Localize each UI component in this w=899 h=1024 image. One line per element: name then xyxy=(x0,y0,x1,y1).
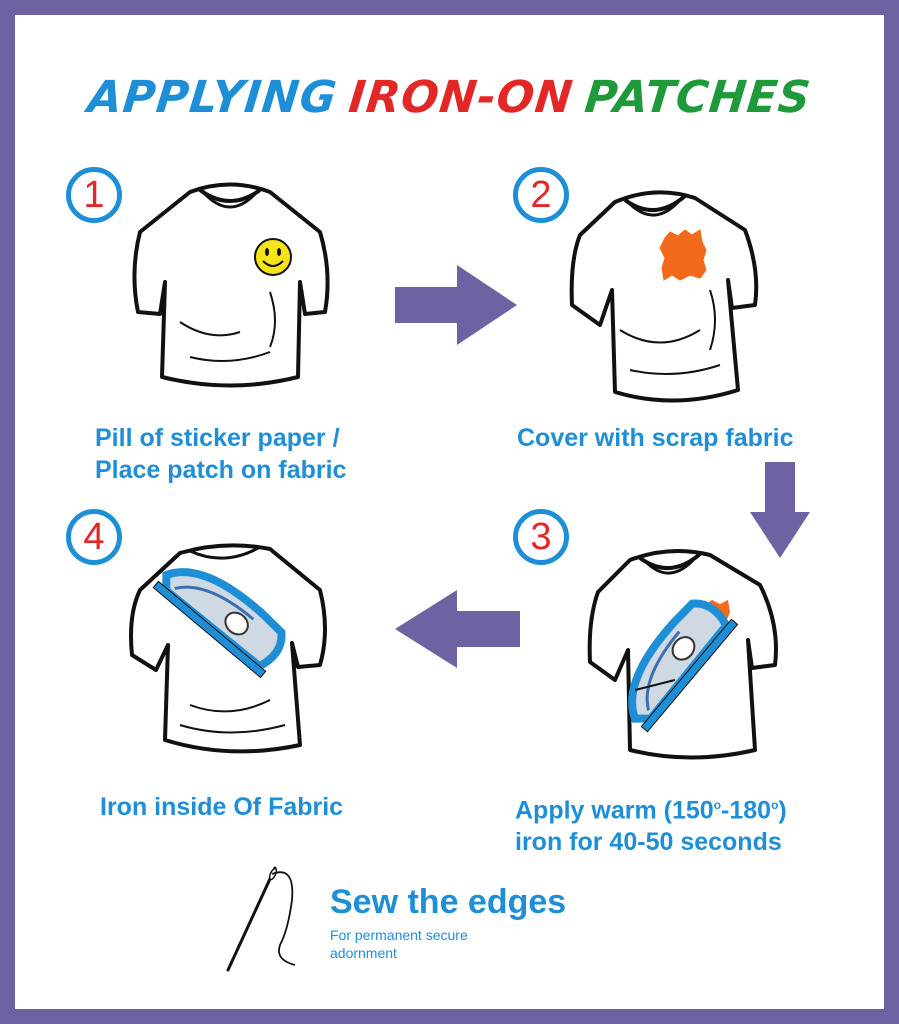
step-1-caption-line1: Pill of sticker paper / xyxy=(95,424,340,452)
tshirt-with-iron-icon xyxy=(587,549,778,760)
smiley-patch-icon xyxy=(254,238,292,276)
tshirt-with-smiley-patch-icon xyxy=(132,182,330,388)
title-part-iron-on: IRON-ON xyxy=(346,72,576,123)
step-3-number: 3 xyxy=(513,509,569,565)
step-4-caption: Iron inside Of Fabric xyxy=(100,793,344,821)
arrow-left-icon xyxy=(395,590,520,668)
arrow-right-icon xyxy=(395,265,517,345)
title-part-patches: PATCHES xyxy=(582,72,814,123)
step-3-caption: Apply warm (150o-180o) iron for 40-50 se… xyxy=(515,789,787,858)
title-part-applying: APPLYING xyxy=(85,72,340,123)
step-1-number: 1 xyxy=(66,167,122,223)
step-2-caption: Cover with scrap fabric xyxy=(517,424,794,452)
arrow-down-icon xyxy=(750,462,810,558)
step-3-caption-line2: iron for 40-50 seconds xyxy=(515,828,782,857)
inside-out-tshirt-with-iron-icon xyxy=(129,543,327,754)
needle-and-thread-icon xyxy=(226,866,296,972)
step-4-number: 4 xyxy=(66,509,122,565)
sew-title: Sew the edges xyxy=(330,883,567,921)
scrap-fabric-icon xyxy=(659,229,707,281)
sew-subtitle: For permanent secure adornment xyxy=(330,927,468,961)
step-1-caption: Pill of sticker paper / Place patch on f… xyxy=(95,422,346,486)
iron-inside-icon xyxy=(152,568,286,679)
step-1-caption-line2: Place patch on fabric xyxy=(95,456,347,484)
tshirt-with-scrap-fabric-icon xyxy=(569,190,759,403)
step-3-caption-line1: Apply warm (150o-180o) xyxy=(515,796,787,825)
step-2-number: 2 xyxy=(513,167,569,223)
iron-icon xyxy=(628,599,739,733)
poster-panel xyxy=(15,15,884,1009)
